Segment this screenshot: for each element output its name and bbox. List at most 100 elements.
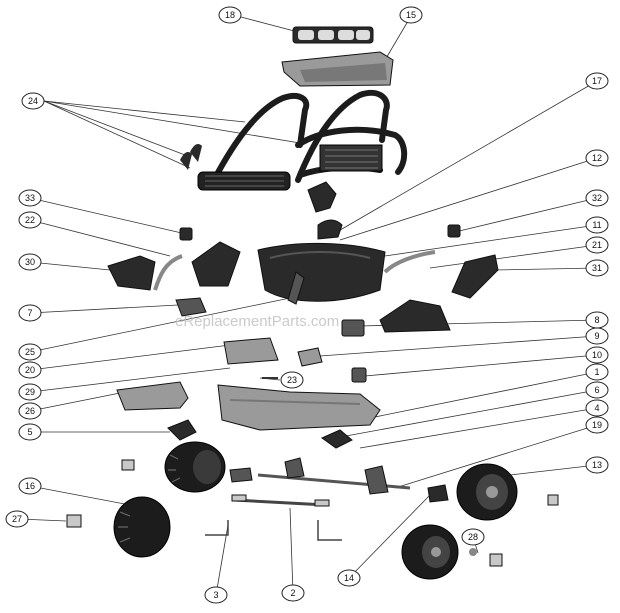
callout-11: 11 [585,216,609,234]
svg-text:16: 16 [25,481,35,491]
part-left-fender [191,241,241,287]
part-steering-rod [233,498,327,507]
svg-text:15: 15 [406,10,416,20]
svg-text:7: 7 [27,308,32,318]
callout-27: 27 [5,510,29,528]
callout-5: 5 [18,423,42,441]
callout-32: 32 [585,189,609,207]
part-left-cover [107,255,156,291]
svg-text:20: 20 [25,365,35,375]
svg-text:33: 33 [25,193,35,203]
part-seat [257,242,386,302]
svg-text:10: 10 [592,350,602,360]
part-clip-right [447,224,461,238]
svg-text:1: 1 [594,367,599,377]
svg-text:19: 19 [592,420,602,430]
svg-text:28: 28 [468,532,478,542]
callout-24: 24 [21,92,45,110]
part-left-bracket [175,297,207,317]
part-right-gearbox [320,429,353,449]
svg-text:14: 14 [344,573,354,583]
callout-23: 23 [280,371,304,389]
callout-19: 19 [585,416,609,434]
callout-8: 8 [585,311,609,329]
part-switch [341,319,365,337]
callout-10: 10 [585,346,609,364]
svg-text:21: 21 [592,240,602,250]
part-hub-cap [121,459,135,471]
tire-front-left [164,441,226,493]
part-rear-axle [257,473,411,490]
svg-text:26: 26 [25,406,35,416]
part-clip-left [179,227,193,241]
svg-text:30: 30 [25,257,35,267]
part-shifter [287,271,305,305]
svg-text:27: 27 [12,514,22,524]
svg-text:8: 8 [594,315,599,325]
callout-16: 16 [18,477,42,495]
svg-text:24: 24 [28,96,38,106]
svg-text:23: 23 [287,375,297,385]
svg-text:22: 22 [25,215,35,225]
callout-25: 25 [18,343,42,361]
part-rod-left [153,254,183,291]
svg-text:32: 32 [592,193,602,203]
callout-6: 6 [585,381,609,399]
callout-30: 30 [18,253,42,271]
callout-12: 12 [585,149,609,167]
part-left-gearbox [167,419,197,441]
callout-2: 2 [281,584,305,602]
part-dash [223,337,279,365]
svg-text:12: 12 [592,153,602,163]
callout-4: 4 [585,399,609,417]
part-nut [66,514,82,528]
callout-29: 29 [18,383,42,401]
callout-26: 26 [18,402,42,420]
part-rod-right [383,250,436,274]
callout-22: 22 [18,211,42,229]
part-steering-column [307,181,343,240]
callout-13: 13 [585,456,609,474]
callout-9: 9 [585,327,609,345]
part-washer [469,548,477,556]
callout-1: 1 [585,363,609,381]
part-small-motor [351,367,367,383]
part-chassis [217,384,381,431]
svg-text:25: 25 [25,347,35,357]
callout-7: 7 [18,304,42,322]
callout-20: 20 [18,361,42,379]
svg-text:11: 11 [592,220,601,230]
callout-18: 18 [218,6,242,24]
svg-text:3: 3 [213,590,218,600]
callout-31: 31 [585,259,609,277]
part-right-panel [379,299,451,333]
parts-illustrations [66,26,559,567]
svg-text:5: 5 [27,427,32,437]
svg-text:4: 4 [594,403,599,413]
svg-text:9: 9 [594,331,599,341]
part-right-fender [451,254,499,299]
part-light-bar [292,26,374,44]
callout-labels: 18 15 24 17 12 33 22 30 7 32 11 21 31 25… [5,6,609,604]
tire-front-right [456,463,518,521]
callout-3: 3 [204,586,228,604]
watermark: eReplacementParts.com [175,313,339,330]
svg-text:18: 18 [225,10,235,20]
svg-text:17: 17 [592,76,602,86]
callout-15: 15 [399,6,423,24]
callout-21: 21 [585,236,609,254]
svg-text:29: 29 [25,387,35,397]
callout-17: 17 [585,72,609,90]
svg-text:2: 2 [290,588,295,598]
tire-rear-left [113,496,171,558]
svg-text:31: 31 [592,263,602,273]
svg-text:13: 13 [592,460,602,470]
part-label-plate [297,347,323,367]
part-pin [205,520,229,536]
part-front-bumper [116,381,189,411]
tires [113,441,518,580]
tire-rear-right [401,524,459,580]
callout-14: 14 [337,569,361,587]
